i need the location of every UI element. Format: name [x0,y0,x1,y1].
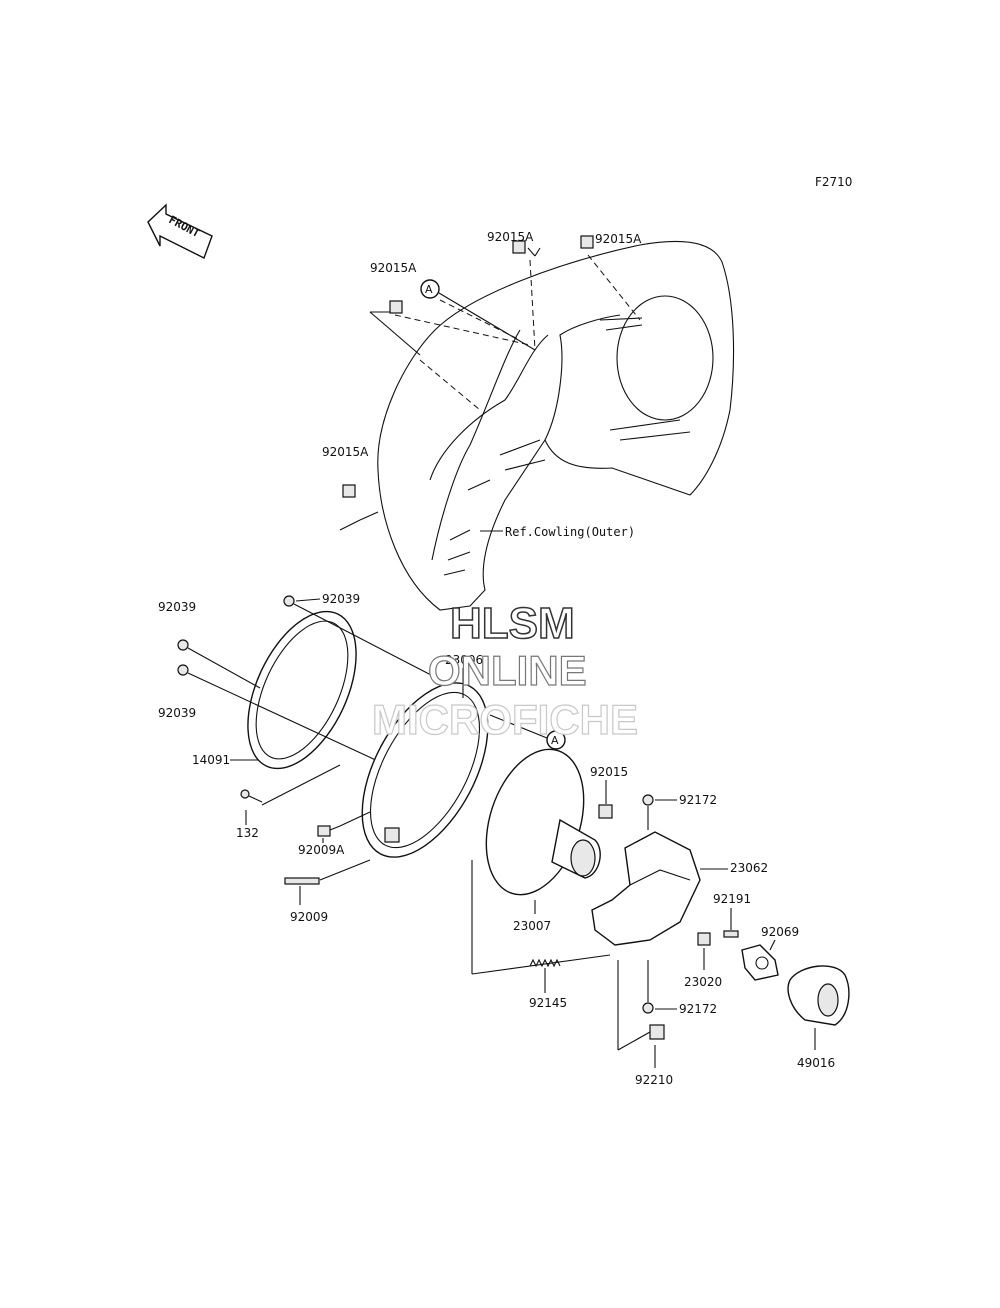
svg-text:HLSM: HLSM [450,599,575,648]
bolt-92009: 92009 [284,859,371,924]
svg-text:23006: 23006 [445,653,483,667]
svg-text:A: A [551,734,559,747]
pin-92191: 92191 [713,892,751,938]
svg-text:ONLINE: ONLINE [428,647,587,694]
front-arrow-icon: FRONT [147,203,213,259]
screw-92172-2: 92172 [642,960,717,1016]
bolt-132: 132 [236,764,341,840]
plate-92210: 92210 [617,960,673,1087]
svg-text:92009A: 92009A [298,843,345,857]
svg-text:92191: 92191 [713,892,751,906]
screw-92039-3: 92039 [158,664,381,763]
cowling-outer: Ref.Cowling(Outer) [377,240,735,611]
svg-text:92069: 92069 [761,925,799,939]
figure-code: F2710 [815,175,852,189]
screw-92039-1: 92039 [283,592,461,691]
svg-text:MICROFICHE: MICROFICHE [372,696,638,743]
svg-text:49016: 49016 [797,1056,835,1070]
svg-text:92015A: 92015A [595,232,642,246]
nut-92015: 92015 [590,765,628,819]
clip-92015A-2: 92015A [487,230,541,257]
watermark: HLSM ONLINE MICROFICHE [371,598,638,743]
bracket-23062: 23062 [591,831,768,946]
ref-marker-a-top: A [420,279,536,351]
svg-text:92172: 92172 [679,1002,717,1016]
svg-text:92015A: 92015A [322,445,369,459]
svg-text:92039: 92039 [158,706,196,720]
clip-92015A-4: 92015A [322,445,379,531]
svg-text:92210: 92210 [635,1073,673,1087]
svg-text:92039: 92039 [158,600,196,614]
socket-23020: 23020 [684,932,722,989]
svg-text:92039: 92039 [322,592,360,606]
svg-text:14091: 14091 [192,753,230,767]
svg-text:92009: 92009 [290,910,328,924]
svg-text:23020: 23020 [684,975,722,989]
headlight-unit-23007: 23007 [485,748,601,933]
svg-text:A: A [425,283,433,296]
spring-92145: 92145 [471,860,611,1010]
headlight-housing-23006: 23006 [361,653,489,858]
svg-text:92172: 92172 [679,793,717,807]
bulb-92069: 92069 [741,925,799,981]
clip-92015A-3: 92015A [580,232,642,249]
svg-text:92015A: 92015A [487,230,534,244]
svg-text:92145: 92145 [529,996,567,1010]
svg-text:23007: 23007 [513,919,551,933]
screw-92039-2: 92039 [158,600,261,689]
screw-92172-1: 92172 [642,793,717,830]
bolt-92009A: 92009A [298,811,371,857]
headlight-rim-14091: 14091 [192,610,357,770]
clip-92015A-1: 92015A [369,261,421,356]
ref-marker-a-bottom: A [489,714,566,750]
svg-text:132: 132 [236,826,259,840]
svg-text:92015: 92015 [590,765,628,779]
svg-text:92015A: 92015A [370,261,417,275]
cowling-ref-label: Ref.Cowling(Outer) [505,525,635,539]
svg-text:23062: 23062 [730,861,768,875]
cover-49016: 49016 [787,965,850,1070]
